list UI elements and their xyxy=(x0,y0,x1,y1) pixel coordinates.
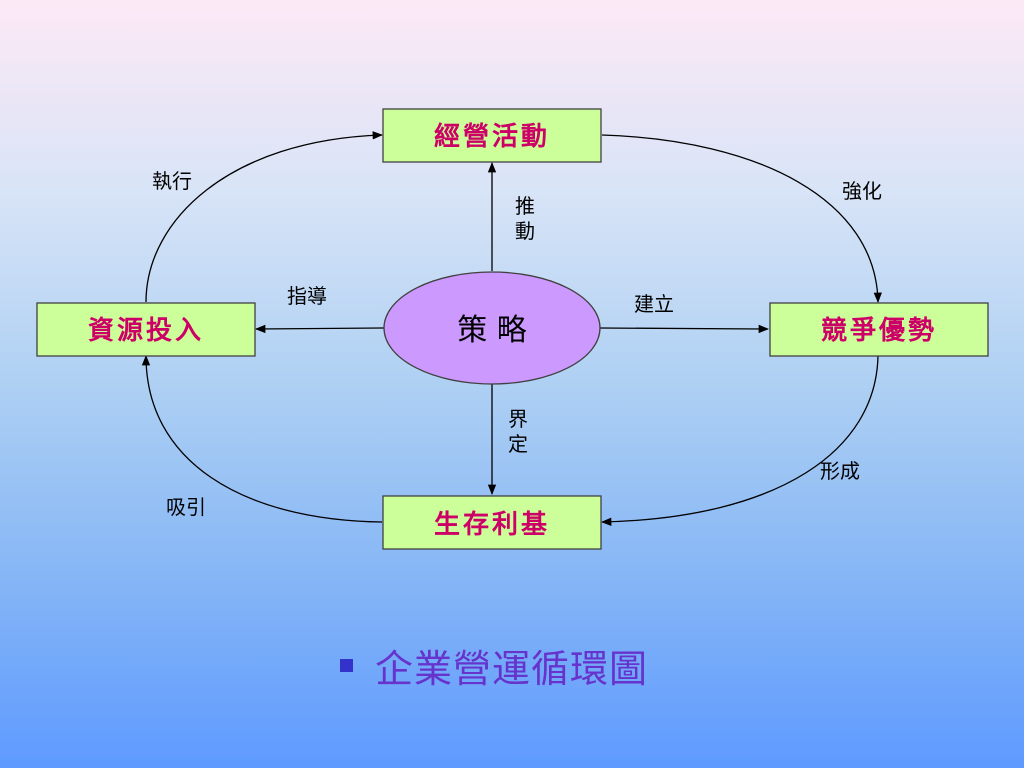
label-define-1: 界 xyxy=(508,407,528,431)
node-survival-niche: 生存利基 xyxy=(382,495,602,550)
label-drive-1: 推 xyxy=(515,194,535,218)
label-guide: 指導 xyxy=(287,284,327,308)
node-resource-input: 資源投入 xyxy=(36,302,256,357)
label-define-2: 定 xyxy=(508,432,528,456)
arrow-strategy-to-resource xyxy=(254,324,385,334)
arrow-niche-to-resource xyxy=(141,354,383,523)
node-strategy-label: 策 略 xyxy=(457,313,527,348)
label-strengthen: 強化 xyxy=(842,179,882,203)
caption: 企業營運循環圖 xyxy=(340,640,649,691)
label-form: 形成 xyxy=(820,459,860,483)
label-establish: 建立 xyxy=(634,292,674,316)
node-survival-niche-label: 生存利基 xyxy=(434,510,550,540)
label-attract: 吸引 xyxy=(166,495,206,519)
label-drive-2: 動 xyxy=(515,219,535,243)
node-business-activities-label: 經營活動 xyxy=(434,121,550,152)
arrow-advantage-to-niche xyxy=(600,355,879,526)
square-bullet-icon xyxy=(340,658,353,672)
arrow-strategy-to-advantage xyxy=(599,324,770,334)
label-execute: 執行 xyxy=(152,169,192,193)
caption-title: 企業營運循環圖 xyxy=(375,646,649,691)
node-business-activities: 經營活動 xyxy=(382,108,602,163)
node-competitive-advantage-label: 競爭優勢 xyxy=(821,315,937,346)
node-competitive-advantage: 競爭優勢 xyxy=(769,302,989,357)
node-resource-input-label: 資源投入 xyxy=(88,316,204,346)
arrow-activity-to-advantage xyxy=(601,134,882,304)
node-strategy: 策 略 xyxy=(383,271,601,385)
arrow-resource-to-activity xyxy=(145,131,384,303)
